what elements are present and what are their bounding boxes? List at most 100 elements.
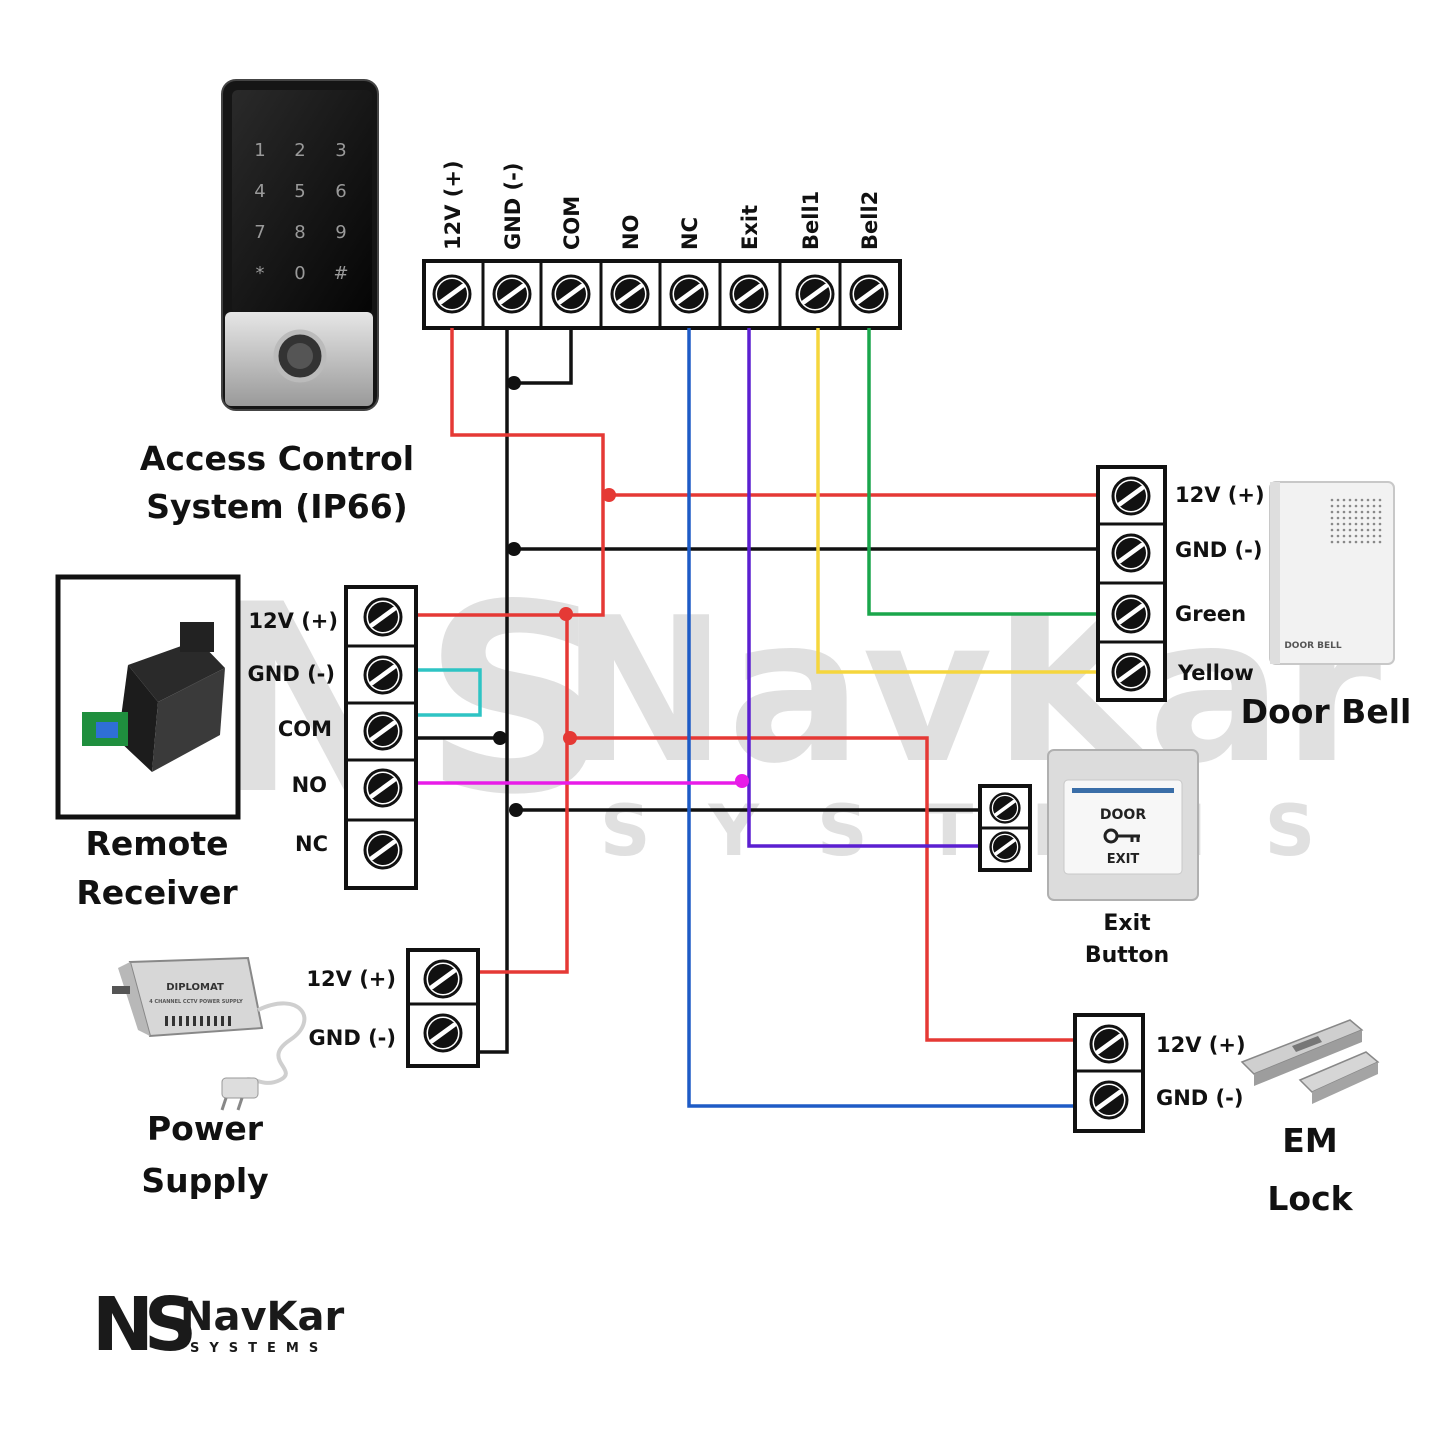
grille-dot	[1354, 498, 1358, 502]
screw-icon	[1113, 654, 1149, 690]
grille-dot	[1342, 534, 1346, 538]
logo-tagline: SYSTEMS	[190, 1341, 328, 1356]
power-supply-title-line1: Power	[147, 1109, 264, 1148]
grille-dot	[1330, 522, 1334, 526]
grille-dot	[1348, 522, 1352, 526]
keypad-key-label: 9	[335, 222, 346, 243]
grille-dot	[1360, 540, 1364, 544]
nc-lock-wire	[687, 328, 1075, 1108]
grille-dot	[1366, 510, 1370, 514]
navkar-logo: NS NavKar SYSTEMS	[92, 1282, 345, 1368]
grille-dot	[1366, 534, 1370, 538]
grille-dot	[1354, 540, 1358, 544]
grille-dot	[1330, 498, 1334, 502]
screw-icon	[365, 599, 401, 635]
grille-dot	[1336, 516, 1340, 520]
screw-icon	[425, 1015, 461, 1051]
grille-dot	[1372, 528, 1376, 532]
grille-dot	[1342, 522, 1346, 526]
screw-icon	[671, 276, 707, 312]
grille-dot	[1378, 522, 1382, 526]
wires	[416, 328, 1098, 1108]
grille-dot	[1330, 516, 1334, 520]
bell2-wire	[867, 328, 1098, 616]
keypad-key-label: 7	[254, 222, 265, 243]
exit-wire	[747, 328, 980, 848]
door-bell-terminal-block	[1096, 465, 1167, 702]
grille-dot	[1366, 540, 1370, 544]
exit-plate-top: DOOR	[1100, 807, 1146, 823]
bell1-wire	[816, 328, 1098, 674]
grille-dot	[1372, 510, 1376, 514]
grille-dot	[1336, 504, 1340, 508]
grille-dot	[1348, 504, 1352, 508]
keypad-key-label: 5	[294, 181, 305, 202]
grille-dot	[1366, 522, 1370, 526]
grille-dot	[1378, 510, 1382, 514]
screw-icon	[365, 832, 401, 868]
terminal-label: NO	[619, 215, 643, 250]
screw-icon	[365, 657, 401, 693]
ground-bus-wire	[478, 328, 509, 1054]
grille-dot	[1330, 534, 1334, 538]
screw-icon	[1091, 1082, 1127, 1118]
terminal-label: COM	[278, 717, 332, 741]
grille-dot	[1378, 498, 1382, 502]
grille-dot	[1336, 498, 1340, 502]
keypad-key-label: 3	[335, 140, 346, 161]
screw-icon	[365, 770, 401, 806]
com-ground-wire	[514, 328, 573, 385]
grille-dot	[1366, 504, 1370, 508]
terminal-label: 12V (+)	[1156, 1033, 1246, 1057]
grille-dot	[1354, 516, 1358, 520]
keypad-key-label: 4	[254, 181, 265, 202]
grille-dot	[1366, 498, 1370, 502]
terminal-label: 12V (+)	[1175, 483, 1265, 507]
screw-icon	[425, 961, 461, 997]
grille-dot	[1348, 516, 1352, 520]
grille-dot	[1342, 516, 1346, 520]
keypad-key-label: #	[333, 263, 348, 284]
grille-dot	[1378, 504, 1382, 508]
grille-dot	[1372, 540, 1376, 544]
terminal-label: NO	[292, 773, 327, 797]
keypad-key-label: 0	[294, 263, 305, 284]
grille-dot	[1342, 510, 1346, 514]
screw-icon	[1113, 535, 1149, 571]
terminal-label: GND (-)	[1156, 1086, 1243, 1110]
grille-dot	[1354, 504, 1358, 508]
grille-dot	[1360, 510, 1364, 514]
terminal-label: GND (-)	[1175, 538, 1262, 562]
power-supply-subtitle: 4 CHANNEL CCTV POWER SUPPLY	[149, 999, 243, 1005]
grille-dot	[1372, 516, 1376, 520]
grille-dot	[1372, 522, 1376, 526]
grille-dot	[1330, 510, 1334, 514]
grille-dot	[1348, 534, 1352, 538]
door-bell-title: Door Bell	[1241, 692, 1412, 731]
terminal-label: 12V (+)	[441, 160, 465, 250]
grille-dot	[1360, 498, 1364, 502]
door-bell-device-label: DOOR BELL	[1284, 641, 1342, 651]
screw-icon	[1091, 1026, 1127, 1062]
screw-icon	[851, 276, 887, 312]
terminal-label: Exit	[738, 205, 762, 250]
terminal-label: Yellow	[1177, 661, 1254, 685]
grille-dot	[1342, 504, 1346, 508]
screw-icon	[797, 276, 833, 312]
screw-icon	[988, 830, 1022, 864]
power-supply-title-line2: Supply	[141, 1161, 268, 1200]
screw-icon	[1113, 478, 1149, 514]
keypad-key-label: 2	[294, 140, 305, 161]
em-lock-terminal-block	[1073, 1013, 1145, 1133]
screw-icon	[365, 713, 401, 749]
grille-dot	[1366, 528, 1370, 532]
grille-dot	[1360, 528, 1364, 532]
terminal-label: GND (-)	[309, 1026, 396, 1050]
grille-dot	[1330, 504, 1334, 508]
controller-terminal-block	[422, 259, 902, 330]
grille-dot	[1360, 534, 1364, 538]
terminal-label: Green	[1175, 602, 1246, 626]
grille-dot	[1342, 540, 1346, 544]
